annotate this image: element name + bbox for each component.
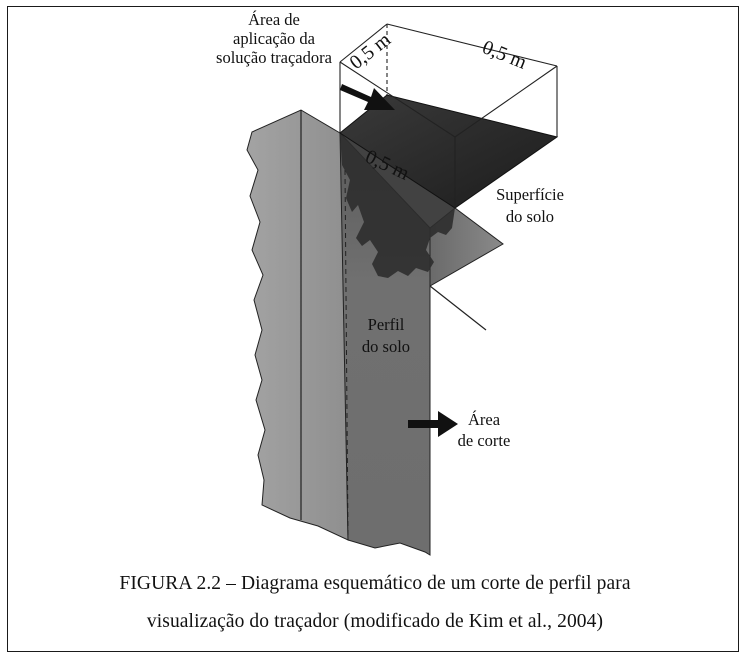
profile-dashed-line <box>344 169 349 539</box>
label-surface-1: Superfície <box>496 185 564 204</box>
label-profile-2: do solo <box>362 337 410 356</box>
label-application-area-1: Área de <box>248 10 300 29</box>
surface-edge-line <box>429 285 487 331</box>
tracer-stain <box>340 133 455 278</box>
label-cut-area-1: Área <box>468 410 501 429</box>
dim-label-top-right: 0,5 m <box>479 36 530 74</box>
figure-frame <box>7 6 739 652</box>
label-application-area-3: solução traçadora <box>216 48 333 67</box>
label-cut-area-2: de corte <box>458 431 511 450</box>
figure-caption-line-2: visualização do traçador (modificado de … <box>146 611 604 632</box>
application-arrow <box>340 84 395 110</box>
cut-area-arrow <box>408 411 458 437</box>
label-surface-2: do solo <box>506 207 554 226</box>
label-application-area-2: aplicação da <box>233 29 316 48</box>
dim-label-top-left: 0,5 m <box>346 28 396 74</box>
profile-left-face <box>246 109 349 541</box>
label-profile-1: Perfil <box>368 315 405 334</box>
box-wireframe <box>339 23 558 208</box>
figure-caption-line-1: FIGURA 2.2 – Diagrama esquemático de um … <box>119 573 631 594</box>
